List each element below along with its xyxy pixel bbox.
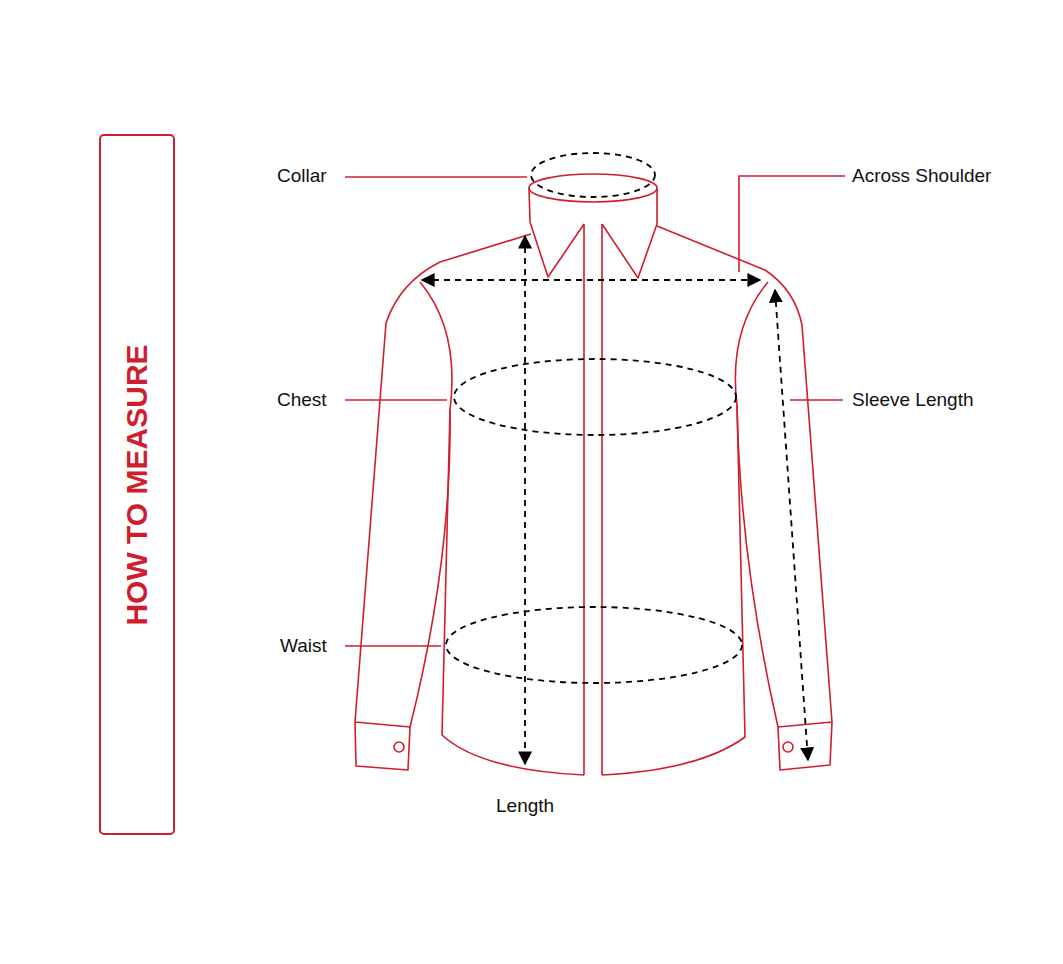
title-text: HOW TO MEASURE bbox=[120, 344, 154, 625]
leader-lines bbox=[345, 176, 845, 646]
measure-guides bbox=[422, 153, 808, 764]
shirt-outline bbox=[355, 174, 832, 775]
measure-label: Across Shoulder bbox=[852, 165, 991, 187]
title-panel: HOW TO MEASURE bbox=[99, 134, 175, 835]
measure-label: Waist bbox=[280, 635, 327, 657]
measure-label: Length bbox=[496, 795, 554, 817]
measure-label: Sleeve Length bbox=[852, 389, 974, 411]
measure-label: Chest bbox=[277, 389, 327, 411]
measure-label: Collar bbox=[277, 165, 327, 187]
